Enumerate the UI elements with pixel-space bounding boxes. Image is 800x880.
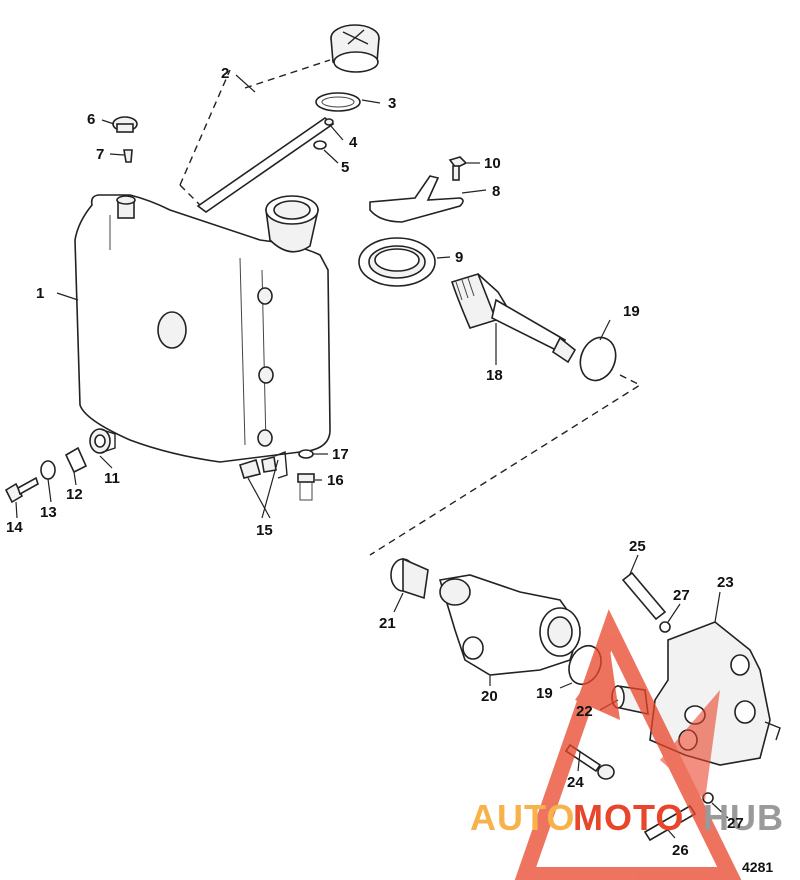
- washer-17: [298, 449, 314, 459]
- callout-5: 5: [341, 159, 349, 176]
- callout-16: 16: [327, 472, 344, 489]
- watermark-logo: [514, 609, 742, 880]
- shaft-18: [450, 273, 577, 364]
- callout-3: 3: [388, 95, 396, 112]
- bolt-14: [4, 476, 39, 504]
- callout-21: 21: [379, 615, 396, 632]
- seal-9: [358, 237, 436, 287]
- fitting-15: [239, 450, 288, 479]
- o-ring-19-upper: [579, 336, 617, 382]
- watermark-text-auto: AUTO: [470, 797, 575, 838]
- bolt-10: [448, 156, 468, 181]
- callout-14: 14: [6, 519, 23, 536]
- washer-5: [313, 140, 327, 150]
- screw-16: [297, 473, 315, 501]
- callout-7: 7: [96, 146, 104, 163]
- watermark-text-moto: MOTO: [573, 797, 684, 838]
- tube-25: [621, 571, 667, 621]
- grommet-11: [89, 428, 116, 454]
- figure-number: 4281: [742, 859, 773, 875]
- callout-24: 24: [567, 774, 584, 791]
- assembly-line: [369, 374, 642, 556]
- callout-6: 6: [87, 111, 95, 128]
- callout-13: 13: [40, 504, 57, 521]
- callout-27-upper: 27: [673, 587, 690, 604]
- callout-26: 26: [672, 842, 689, 859]
- washer-13: [40, 460, 56, 480]
- callout-2: 2: [221, 65, 229, 82]
- bushing-21: [390, 557, 429, 600]
- watermark-text-hub: HUB: [703, 797, 784, 838]
- callout-12: 12: [66, 486, 83, 503]
- callout-22: 22: [576, 703, 593, 720]
- oil-tank: [74, 194, 331, 463]
- callout-27-lower: 27: [727, 815, 744, 832]
- plug-6: [112, 116, 138, 133]
- callout-20: 20: [481, 688, 498, 705]
- callout-8: 8: [492, 183, 500, 200]
- pump-housing-20: [438, 574, 581, 676]
- callout-9: 9: [455, 249, 463, 266]
- callout-23: 23: [717, 574, 734, 591]
- bracket-8: [369, 175, 464, 223]
- tank-strap: [179, 59, 335, 213]
- sleeve-12: [64, 446, 88, 474]
- callout-19-upper: 19: [623, 303, 640, 320]
- cap-o-ring: [315, 92, 361, 112]
- filler-cap: [330, 24, 380, 73]
- leader-lines: [15, 74, 729, 839]
- callout-19-lower: 19: [536, 685, 553, 702]
- callout-17: 17: [332, 446, 349, 463]
- pin-7: [123, 149, 133, 163]
- callout-11: 11: [104, 470, 120, 487]
- callout-25: 25: [629, 538, 646, 555]
- callout-4: 4: [349, 134, 358, 151]
- callout-15: 15: [256, 522, 273, 539]
- callout-18: 18: [486, 367, 503, 384]
- callout-10: 10: [484, 155, 501, 172]
- clip-27-upper: [659, 621, 671, 633]
- callout-1: 1: [36, 285, 44, 302]
